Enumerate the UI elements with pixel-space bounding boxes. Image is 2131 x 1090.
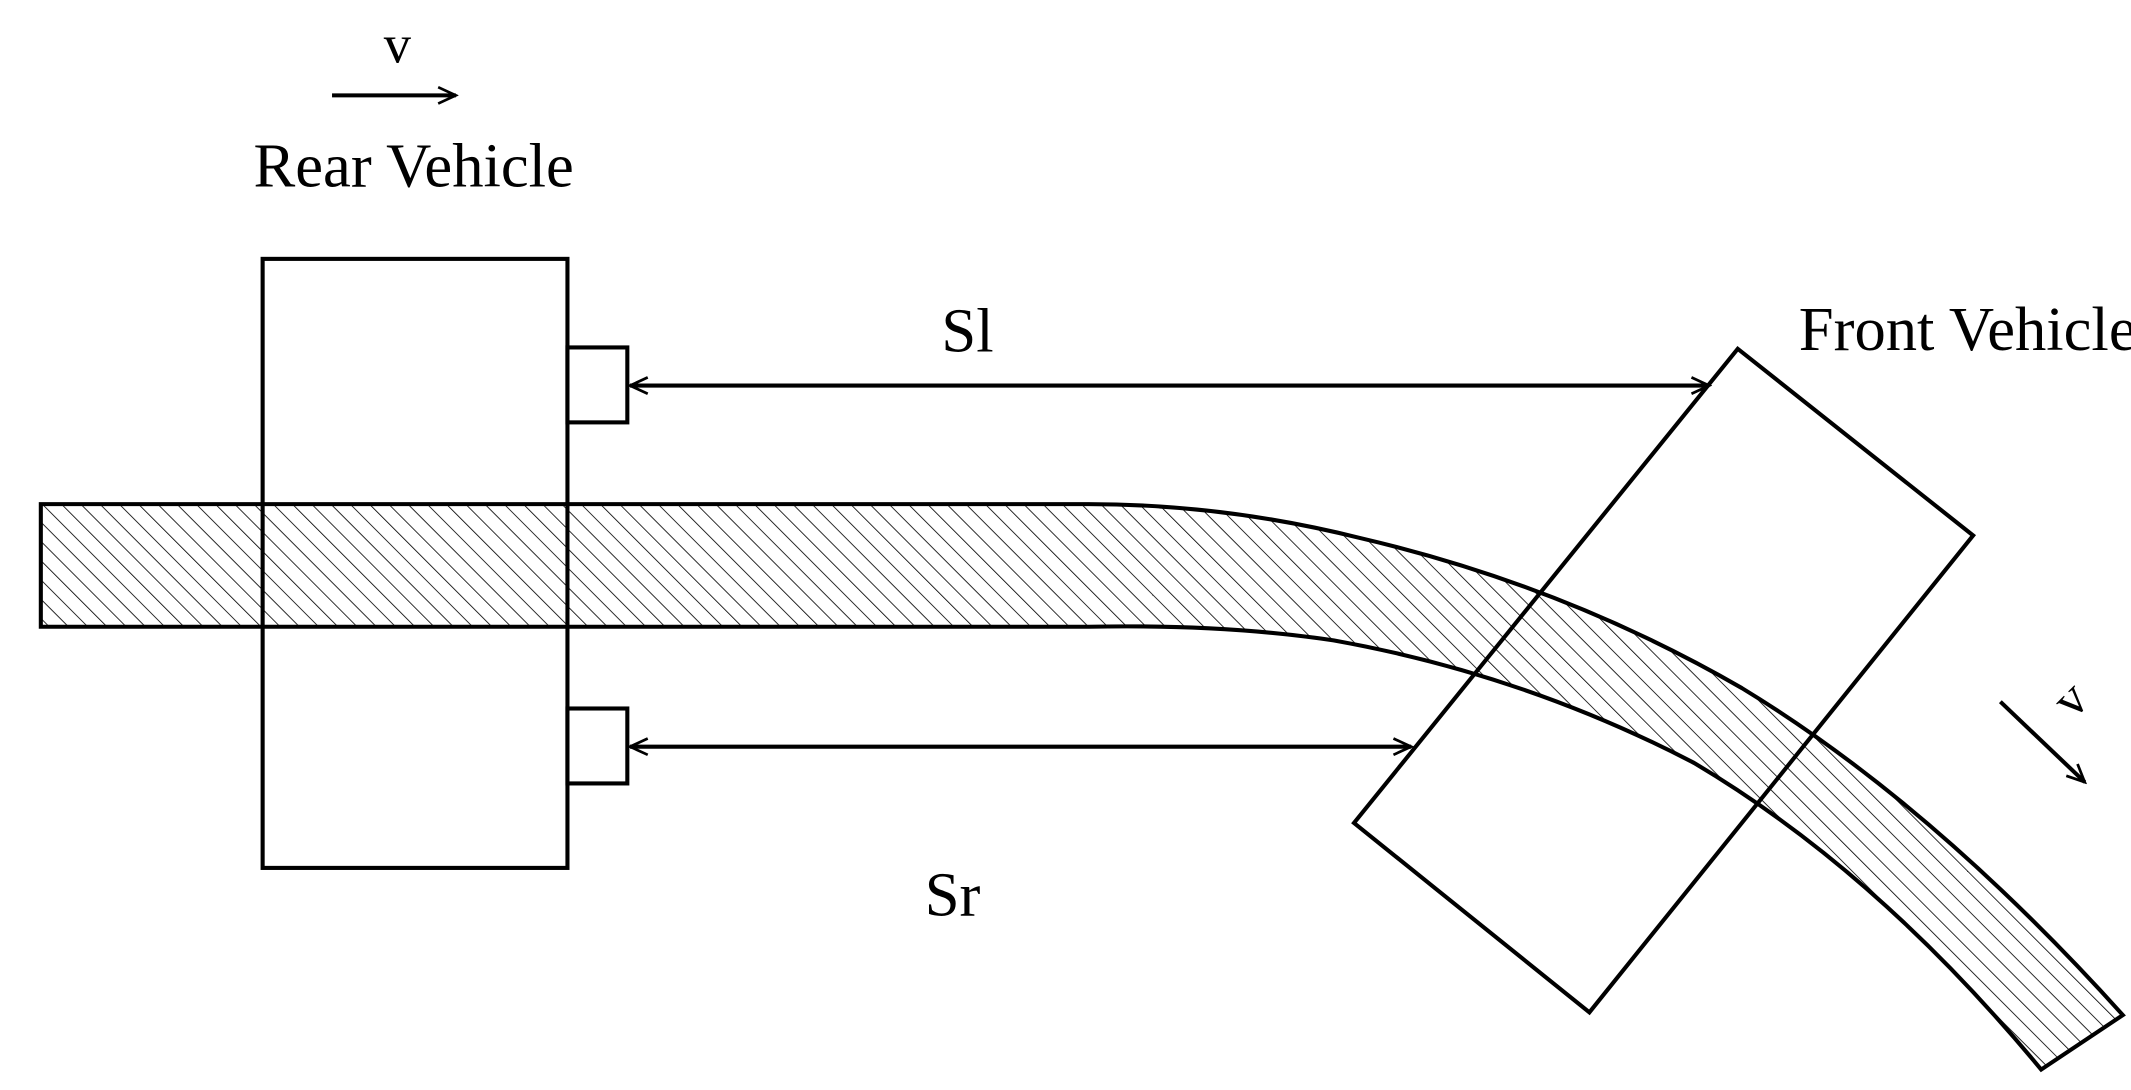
front-velocity-arrow bbox=[1998, 700, 2084, 782]
left-sensor bbox=[565, 345, 630, 425]
front-vehicle-body bbox=[1351, 345, 1977, 1016]
rear-velocity-label: v bbox=[384, 14, 412, 75]
front-velocity-label: v bbox=[2041, 670, 2100, 729]
rear-vehicle-label: Rear Vehicle bbox=[254, 131, 574, 201]
front-vehicle bbox=[1351, 345, 1977, 1016]
road-lane bbox=[38, 502, 2126, 1073]
rear-vehicle-body bbox=[260, 256, 570, 870]
right-sensor bbox=[565, 706, 630, 786]
left-distance-label: Sl bbox=[941, 295, 993, 365]
front-vehicle-label: Front Vehicle bbox=[1799, 294, 2131, 364]
right-distance-label: Sr bbox=[925, 860, 981, 930]
